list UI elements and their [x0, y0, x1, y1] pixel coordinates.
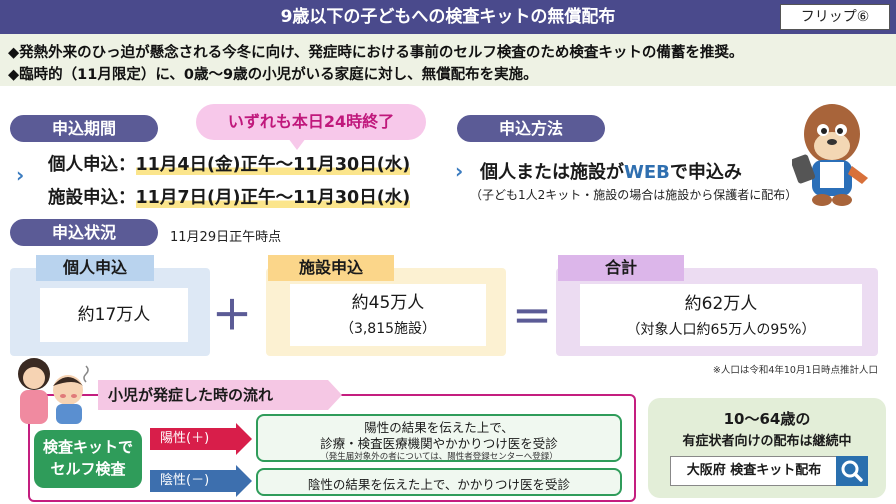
deadline-bubble: いずれも本日24時終了: [196, 104, 426, 140]
period-individual-dates: 11月4日(金)正午～11月30日(水): [135, 155, 411, 175]
parent-child-illustration: [18, 358, 89, 424]
period-facility-dates: 11月7日(月)正午～11月30日(水): [135, 188, 411, 208]
method-text-before: 個人または施設が: [480, 162, 624, 183]
positive-arrow: 陽性(＋): [150, 428, 236, 450]
period-facility: 施設申込：11月7日(月)正午～11月30日(水): [48, 184, 411, 209]
method-heading: 申込方法: [457, 115, 605, 142]
facility-value: 約45万人: [351, 293, 425, 313]
method-note: （子ども1人2キット・施設の場合は施設から保護者に配布）: [470, 188, 798, 202]
self-check-line-2: セルフ検査: [50, 460, 126, 478]
plus-icon: ＋: [212, 293, 252, 339]
mascot-illustration: [792, 104, 868, 206]
population-note: ※人口は令和4年10月1日時点推計人口: [712, 365, 878, 376]
positive-line-2: 診療・検査医療機関やかかりつけ医を受診: [320, 436, 558, 451]
period-individual: 個人申込：11月4日(金)正午～11月30日(水): [48, 151, 411, 176]
negative-line-1: 陰性の結果を伝えた上で、かかりつけ医を受診: [307, 477, 571, 492]
facility-inner: [290, 284, 486, 346]
total-sub: （対象人口約65万人の95%）: [626, 322, 816, 338]
method-text: 個人または施設がWEBで申込み: [480, 158, 742, 184]
flow-banner-tip: [328, 380, 342, 410]
facility-label: 施設申込: [268, 255, 394, 281]
negative-box: [256, 468, 622, 496]
positive-line-1: 陽性の結果を伝えた上で、: [364, 420, 514, 435]
individual-value: 約17万人: [40, 288, 188, 342]
header-bar: [0, 0, 896, 34]
adult-line-1: 10～64歳の: [723, 410, 811, 428]
method-web: WEB: [624, 162, 670, 183]
chevron-right-icon: ›: [455, 159, 464, 183]
method-text-after: で申込み: [669, 162, 742, 183]
period-individual-label: 個人申込：: [48, 155, 136, 175]
positive-box: [256, 414, 622, 462]
search-input[interactable]: 大阪府 検査キット配布: [670, 456, 838, 486]
total-inner: [580, 284, 862, 346]
adult-line-2: 有症状者向けの配布は継続中: [682, 434, 852, 449]
negative-arrow-tip: [236, 465, 252, 497]
page-title: 9歳以下の子どもへの検査キットの無償配布: [280, 7, 616, 27]
individual-label: 個人申込: [36, 255, 154, 281]
positive-note: （発生届対象外の者については、陽性者登録センターへ登録）: [320, 452, 558, 462]
search-icon: [841, 460, 863, 482]
chevron-right-icon: ›: [16, 163, 25, 187]
flip-badge: フリップ⑥: [780, 4, 890, 30]
intro-line-1: ◆発熱外来のひっ迫が懸念される今冬に向け、発症時における事前のセルフ検査のため検…: [8, 45, 744, 61]
search-button[interactable]: [836, 456, 868, 486]
positive-arrow-tip: [236, 423, 252, 455]
period-facility-label: 施設申込：: [48, 188, 136, 208]
flow-title: 小児が発症した時の流れ: [108, 386, 274, 404]
facility-sub: （3,815施設）: [339, 321, 437, 337]
bubble-tail: [288, 138, 306, 150]
equals-icon: ＝: [512, 295, 552, 341]
flow-banner: [98, 380, 328, 410]
self-check-label: 検査キットでセルフ検査: [34, 430, 142, 488]
intro-line-2: ◆臨時的（11月限定）に、0歳～9歳の小児がいる家庭に対し、無償配布を実施。: [8, 67, 538, 83]
status-heading: 申込状況: [10, 219, 158, 246]
negative-arrow: 陰性(－): [150, 470, 236, 492]
total-label: 合計: [558, 255, 684, 281]
intro-band: [0, 34, 896, 86]
period-heading: 申込期間: [10, 115, 158, 142]
status-as-of: 11月29日正午時点: [170, 230, 282, 245]
self-check-line-1: 検査キットで: [42, 438, 133, 456]
total-value: 約62万人: [684, 294, 758, 314]
